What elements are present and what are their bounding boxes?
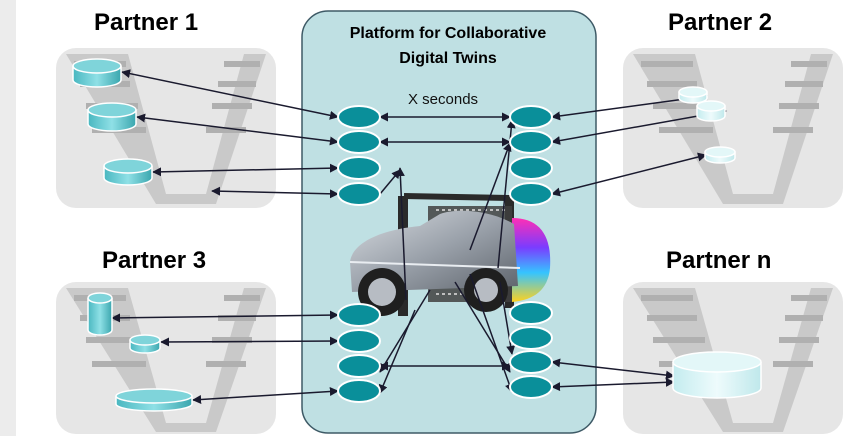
- arrow: [379, 289, 431, 373]
- platform-title-line-1: Platform for Collaborative: [349, 25, 547, 42]
- bidirectional-arrow: [152, 163, 339, 177]
- node-group: [337, 105, 553, 403]
- partner-n-label: Partner n: [666, 247, 772, 274]
- arrow: [469, 273, 514, 393]
- arrow: [395, 167, 407, 301]
- arrow: [379, 309, 416, 394]
- database-icon: [129, 334, 161, 354]
- bidirectional-arrow: [111, 310, 339, 323]
- database-icon: [678, 86, 708, 104]
- platform-node: [509, 350, 553, 374]
- database-icon: [72, 58, 122, 88]
- database-icon: [87, 102, 137, 132]
- platform-node: [509, 105, 553, 129]
- database-icon: [704, 146, 736, 164]
- bidirectional-arrow: [192, 387, 339, 404]
- bidirectional-arrow: [160, 336, 339, 347]
- database-icon: [672, 351, 762, 399]
- bidirectional-arrow: [551, 358, 675, 380]
- platform-title-line-2: Digital Twins: [399, 50, 497, 67]
- bidirectional-arrow: [551, 377, 675, 392]
- sync-interval-label: X seconds: [408, 91, 479, 108]
- arrow-group: [111, 69, 727, 404]
- platform-node: [509, 326, 553, 350]
- database-icon: [103, 158, 153, 186]
- vehicle-icon: [349, 193, 551, 316]
- database-icon: [696, 100, 726, 122]
- platform-title: Platform for Collaborative Digital Twins: [303, 21, 593, 71]
- database-icon: [87, 292, 113, 336]
- bidirectional-arrow: [121, 69, 339, 120]
- database-icon: [115, 388, 193, 412]
- platform-node: [509, 375, 553, 399]
- bidirectional-arrow: [211, 186, 339, 199]
- platform-node: [509, 182, 553, 206]
- platform-node: [337, 105, 381, 129]
- arrow: [499, 281, 516, 355]
- partner-3-label: Partner 3: [102, 247, 207, 274]
- platform-node: [509, 301, 553, 325]
- background-strip: [0, 0, 16, 436]
- platform-node: [337, 156, 381, 180]
- arrow: [454, 281, 511, 373]
- platform-node: [337, 329, 381, 353]
- platform-node: [337, 303, 381, 327]
- platform-node: [337, 182, 381, 206]
- platform-node: [337, 354, 381, 378]
- platform-node: [509, 156, 553, 180]
- platform-node: [509, 130, 553, 154]
- platform-node: [337, 130, 381, 154]
- bidirectional-arrow: [551, 152, 707, 197]
- arrow: [469, 142, 512, 251]
- partner-1-label: Partner 1: [94, 9, 199, 36]
- bidirectional-arrow: [136, 113, 339, 146]
- partner-2-label: Partner 2: [668, 9, 773, 36]
- platform-node: [337, 379, 381, 403]
